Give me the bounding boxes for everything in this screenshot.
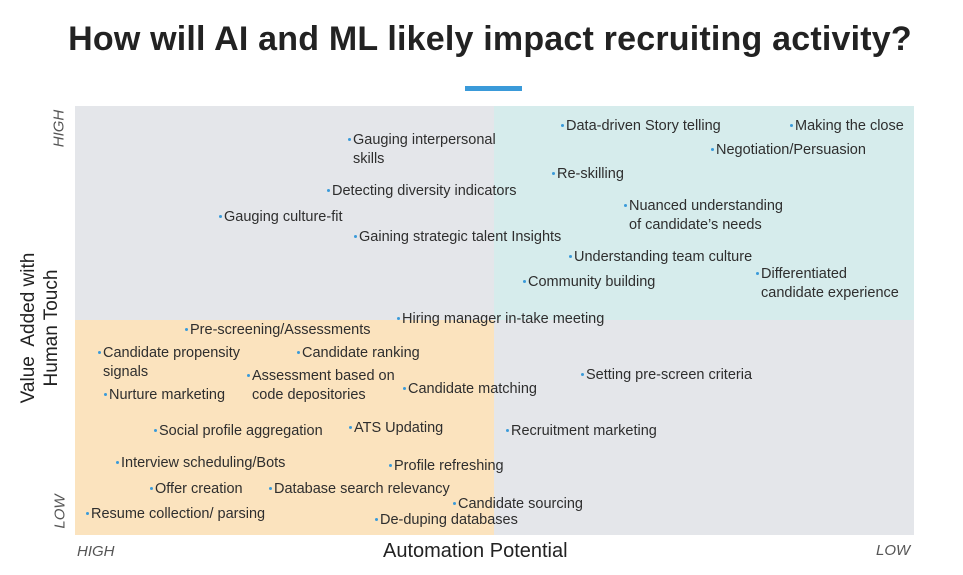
item-label: Nurture marketing (104, 386, 225, 405)
item-dot (349, 426, 352, 429)
item-dot (569, 255, 572, 258)
item-dot (104, 393, 107, 396)
item-dot (506, 429, 509, 432)
item-dot (624, 204, 627, 207)
item-dot (297, 351, 300, 354)
item-label: Interview scheduling/Bots (116, 454, 285, 473)
item-dot (269, 487, 272, 490)
item-dot (86, 512, 89, 515)
item-label: Understanding team culture (569, 248, 752, 267)
item-dot (453, 502, 456, 505)
item-label: Recruitment marketing (506, 422, 657, 441)
quadrant-top-right (494, 106, 914, 320)
item-label: Making the close (790, 117, 904, 136)
item-label: Gauging culture-fit (219, 208, 342, 227)
item-dot (150, 487, 153, 490)
item-label: Profile refreshing (389, 457, 504, 476)
y-axis-high-label: HIGH (50, 109, 68, 148)
item-label: Negotiation/Persuasion (711, 141, 866, 160)
item-label: Hiring manager in-take meeting (397, 310, 604, 329)
y-axis-title: Value Added with Human Touch (18, 252, 62, 404)
item-label: Database search relevancy (269, 480, 450, 499)
item-dot (247, 374, 250, 377)
item-label: Setting pre-screen criteria (581, 366, 752, 385)
page-title: How will AI and ML likely impact recruit… (68, 20, 912, 58)
item-dot (116, 461, 119, 464)
item-dot (375, 518, 378, 521)
item-label: Gaining strategic talent Insights (354, 228, 561, 247)
item-dot (711, 148, 714, 151)
y-axis-low-label: LOW (51, 494, 69, 529)
item-dot (403, 387, 406, 390)
item-label: Resume collection/ parsing (86, 505, 265, 524)
item-dot (523, 280, 526, 283)
item-label: Candidate sourcing (453, 495, 583, 514)
item-dot (154, 429, 157, 432)
x-axis-left-label: HIGH (77, 543, 115, 560)
item-dot (552, 172, 555, 175)
item-dot (348, 138, 351, 141)
item-label: Assessment based on code depositories (247, 367, 395, 405)
item-dot (756, 272, 759, 275)
item-label: Candidate matching (403, 380, 537, 399)
item-dot (354, 235, 357, 238)
item-dot (185, 328, 188, 331)
quadrant-bottom-right (494, 320, 914, 535)
quadrant-bottom-left (75, 320, 494, 535)
item-label: Candidate ranking (297, 344, 420, 363)
item-dot (327, 189, 330, 192)
item-dot (581, 373, 584, 376)
quadrant-top-left (75, 106, 494, 320)
item-dot (561, 124, 564, 127)
item-label: Re-skilling (552, 165, 624, 184)
item-label: Social profile aggregation (154, 422, 323, 441)
accent-bar (465, 86, 522, 91)
item-label: ATS Updating (349, 419, 443, 438)
item-label: Differentiated candidate experience (756, 265, 899, 303)
item-label: Pre-screening/Assessments (185, 321, 371, 340)
item-label: Offer creation (150, 480, 243, 499)
item-dot (790, 124, 793, 127)
item-label: De-duping databases (375, 511, 518, 530)
item-label: Community building (523, 273, 655, 292)
item-dot (98, 351, 101, 354)
x-axis-title: Automation Potential (383, 540, 568, 562)
item-dot (219, 215, 222, 218)
x-axis-right-label: LOW (876, 542, 911, 559)
item-label: Data-driven Story telling (561, 117, 721, 136)
item-dot (389, 464, 392, 467)
item-dot (397, 317, 400, 320)
item-label: Gauging interpersonal skills (348, 131, 496, 169)
item-label: Detecting diversity indicators (327, 182, 517, 201)
item-label: Nuanced understanding of candidate’s nee… (624, 197, 783, 235)
item-label: Candidate propensity signals (98, 344, 240, 382)
